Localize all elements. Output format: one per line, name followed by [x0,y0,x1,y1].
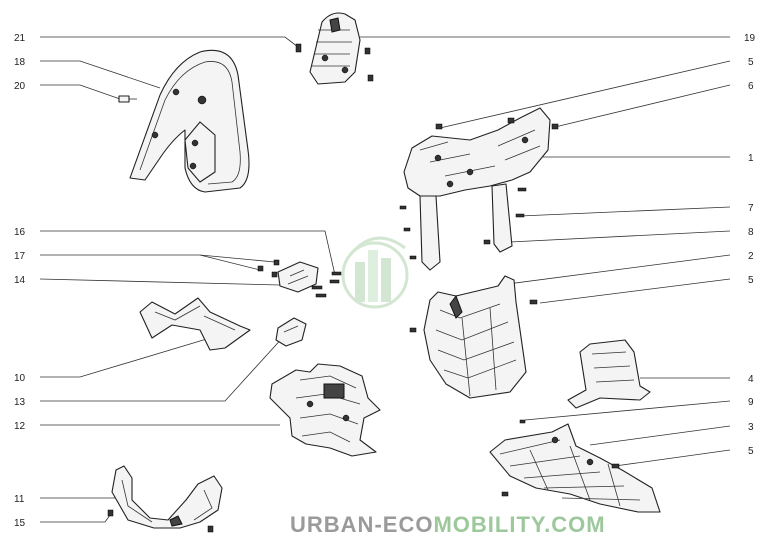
screw-icon [483,239,491,245]
part-20-screw [118,95,137,103]
callout-8: 8 [748,227,754,238]
part-18-side-cover [129,49,250,193]
callout-18: 18 [14,57,26,68]
callout-9: 9 [748,397,754,408]
callout-5-top: 5 [748,57,754,68]
callout-7: 7 [748,203,754,214]
callout-10: 10 [14,373,26,384]
part-17-nut [271,271,278,278]
part-16-bolt [311,285,323,290]
screw-icon [207,525,214,533]
part-11-front-lower [111,465,223,529]
screw-icon [507,117,515,124]
callout-4: 4 [748,374,754,385]
part-15-screw [107,509,114,517]
callout-12: 12 [14,421,26,432]
part-1-frame-bracket [403,107,551,271]
part-2-inner-shield [423,275,527,399]
screw-icon [517,187,527,192]
leader-lines-left [39,36,336,523]
callout-5-bottom: 5 [748,446,754,457]
watermark-text: URBAN-ECOMOBILITY.COM [290,512,606,537]
screw-icon [409,255,417,260]
watermark-part-4: .COM [544,512,605,537]
svg-text:URBAN-ECOMOBILITY.COM: URBAN-ECOMOBILITY.COM [290,512,606,537]
screw-icon [501,491,509,497]
callout-6: 6 [748,81,754,92]
screw-icon [399,205,407,210]
screw-icon [364,47,371,55]
screw-icon [409,327,417,333]
callout-20: 20 [14,81,26,92]
leader-lines-right [360,36,731,467]
callout-1: 1 [748,153,754,164]
screw-icon [403,227,411,232]
part-16-bolt [315,293,327,298]
part-12-housing [269,363,381,457]
callouts-left: 21 18 20 16 17 14 10 13 12 11 15 [14,33,26,529]
watermark-part-1: URBAN- [290,512,383,537]
part-17-nut [257,265,264,272]
part-16-bolt [329,279,340,284]
part-16-bolt [331,271,342,276]
callout-13: 13 [14,397,26,408]
callout-17: 17 [14,251,26,262]
callout-11: 11 [14,494,25,505]
screw-icon [435,123,443,130]
callout-14: 14 [14,275,26,286]
part-4-bracket [567,339,651,409]
part-13-bracket [275,317,307,347]
part-17-nut [273,259,280,266]
callout-21: 21 [14,33,26,44]
callout-16: 16 [14,227,26,238]
part-21-screw [295,43,302,53]
screw-icon [611,463,620,469]
part-19-bracket [309,12,361,85]
part-3-bottom-tray [489,423,661,513]
watermark-part-3: MOBILITY [433,512,545,537]
callout-5-mid: 5 [748,275,754,286]
part-9-screw [519,419,526,424]
callout-2: 2 [748,251,754,262]
screw-icon [551,123,559,130]
screw-icon [529,299,538,305]
callout-15: 15 [14,518,26,529]
screw-icon [515,213,525,218]
screw-icon [367,74,374,82]
callouts-right: 19 5 6 1 7 8 2 5 4 9 3 5 [744,33,756,457]
watermark-part-2: ECO [383,512,434,537]
callout-19: 19 [744,33,756,44]
watermark-logo [341,236,409,309]
part-14-bracket [277,261,319,293]
callout-3: 3 [748,422,754,433]
part-10-bracket [139,297,251,351]
